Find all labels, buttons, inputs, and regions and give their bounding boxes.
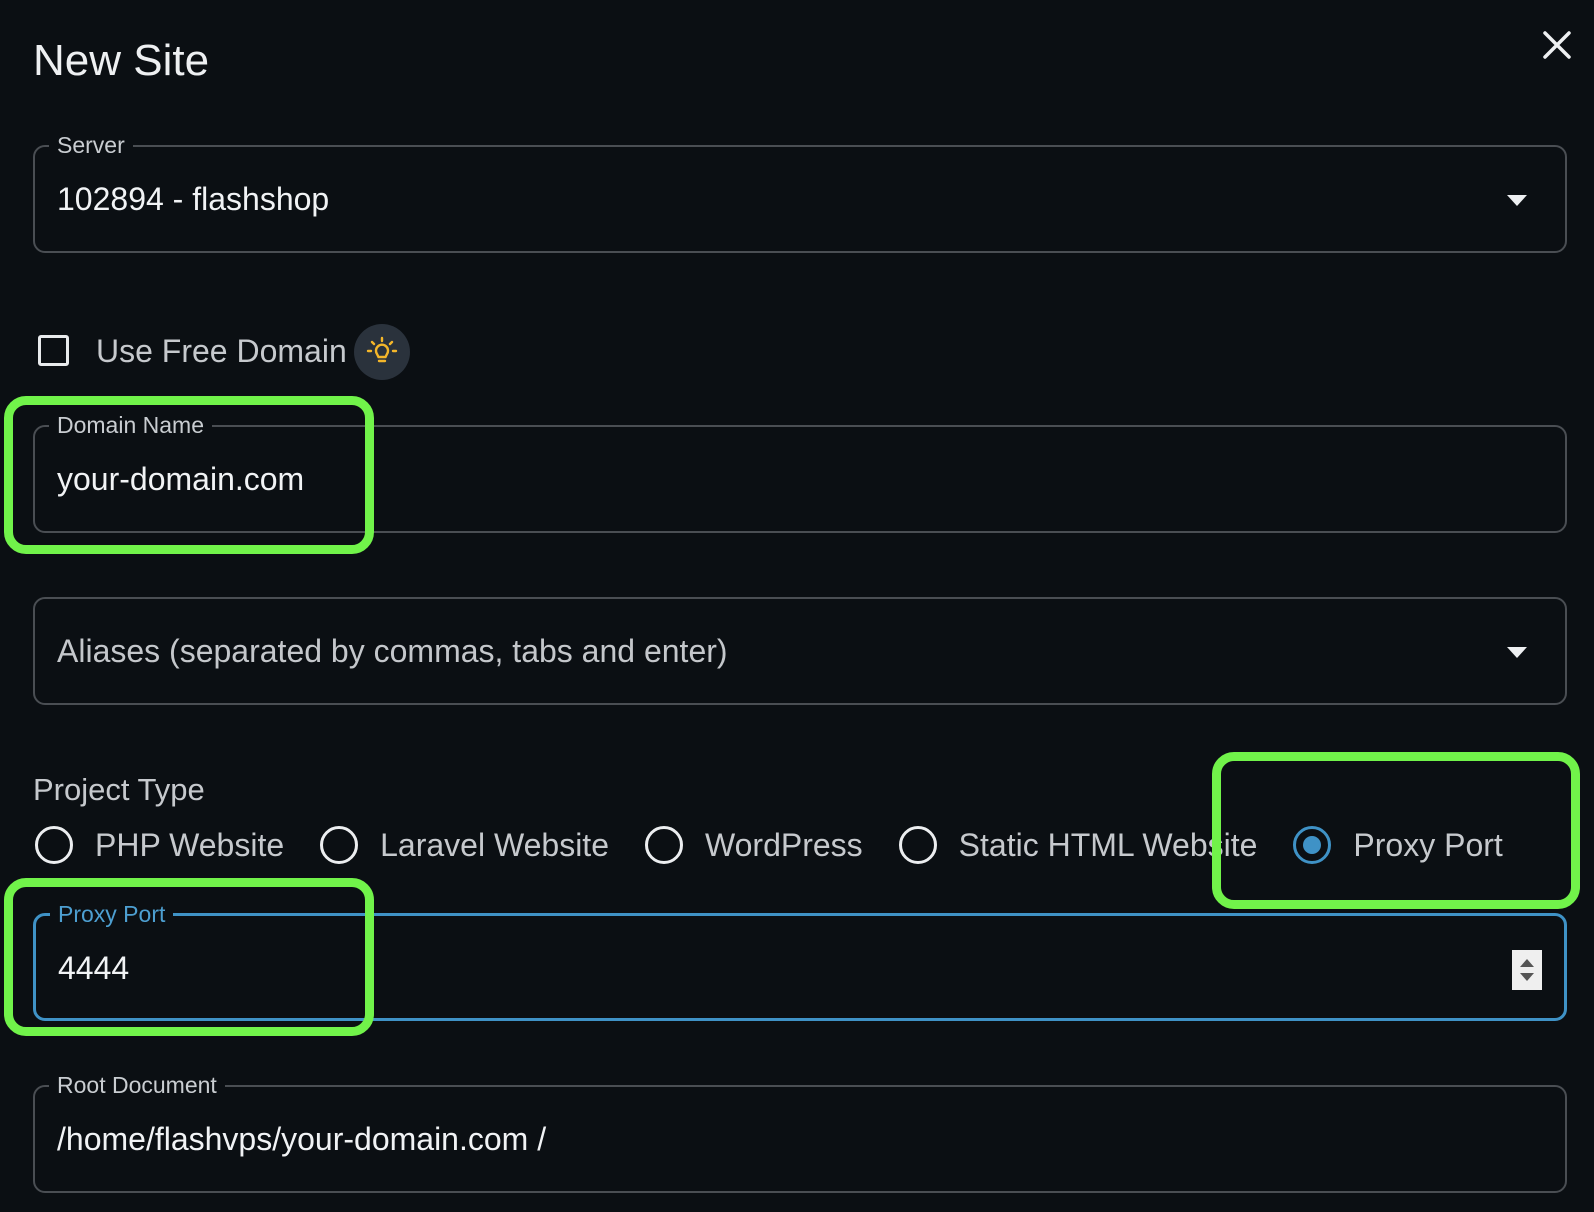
hint-button[interactable] (354, 324, 410, 380)
lightbulb-icon (366, 336, 398, 363)
radio-laravel-website[interactable]: Laravel Website (320, 826, 609, 864)
aliases-select[interactable]: Aliases (separated by commas, tabs and e… (33, 597, 1567, 705)
radio-selected-icon (1293, 826, 1332, 864)
proxy-port-field[interactable]: Proxy Port 4444 (33, 901, 1567, 1021)
root-document-input[interactable]: /home/flashvps/your-domain.com / (57, 1121, 547, 1157)
use-free-domain-label[interactable]: Use Free Domain (96, 333, 347, 369)
aliases-placeholder: Aliases (separated by commas, tabs and e… (57, 633, 728, 669)
chevron-down-icon (1507, 195, 1527, 206)
root-document-field[interactable]: Root Document /home/flashvps/your-domain… (33, 1072, 1567, 1193)
radio-static-html-website[interactable]: Static HTML Website (898, 826, 1258, 864)
domain-name-label: Domain Name (49, 412, 212, 439)
close-icon (1543, 31, 1571, 59)
radio-label: Static HTML Website (958, 826, 1258, 863)
radio-php-website[interactable]: PHP Website (35, 826, 284, 864)
radio-circle-icon (35, 826, 73, 864)
radio-label: WordPress (704, 826, 863, 863)
increment-icon[interactable] (1520, 959, 1534, 967)
radio-wordpress[interactable]: WordPress (644, 826, 863, 864)
radio-label: PHP Website (95, 826, 285, 863)
domain-name-input[interactable]: your-domain.com (57, 461, 305, 497)
use-free-domain-checkbox[interactable] (38, 335, 69, 366)
server-value: 102894 - flashshop (57, 181, 330, 217)
radio-proxy-port[interactable]: Proxy Port (1293, 826, 1503, 864)
radio-circle-icon (644, 826, 683, 864)
proxy-port-input[interactable]: 4444 (58, 950, 130, 986)
radio-label: Proxy Port (1353, 826, 1503, 863)
domain-name-field[interactable]: Domain Name your-domain.com (33, 412, 1567, 533)
chevron-down-icon (1507, 647, 1527, 658)
radio-circle-icon (898, 826, 937, 864)
decrement-icon[interactable] (1520, 973, 1534, 981)
radio-label: Laravel Website (380, 826, 609, 863)
number-stepper[interactable] (1512, 950, 1542, 990)
dialog-title: New Site (33, 36, 210, 85)
server-select[interactable]: Server 102894 - flashshop (33, 132, 1567, 253)
radio-circle-icon (320, 826, 359, 864)
project-type-radio-group: PHP Website Laravel Website WordPress St… (35, 824, 1539, 866)
proxy-port-label: Proxy Port (50, 901, 174, 928)
project-type-label: Project Type (33, 772, 205, 807)
server-label: Server (49, 132, 133, 159)
close-button[interactable] (1540, 28, 1574, 62)
root-document-label: Root Document (49, 1072, 225, 1099)
